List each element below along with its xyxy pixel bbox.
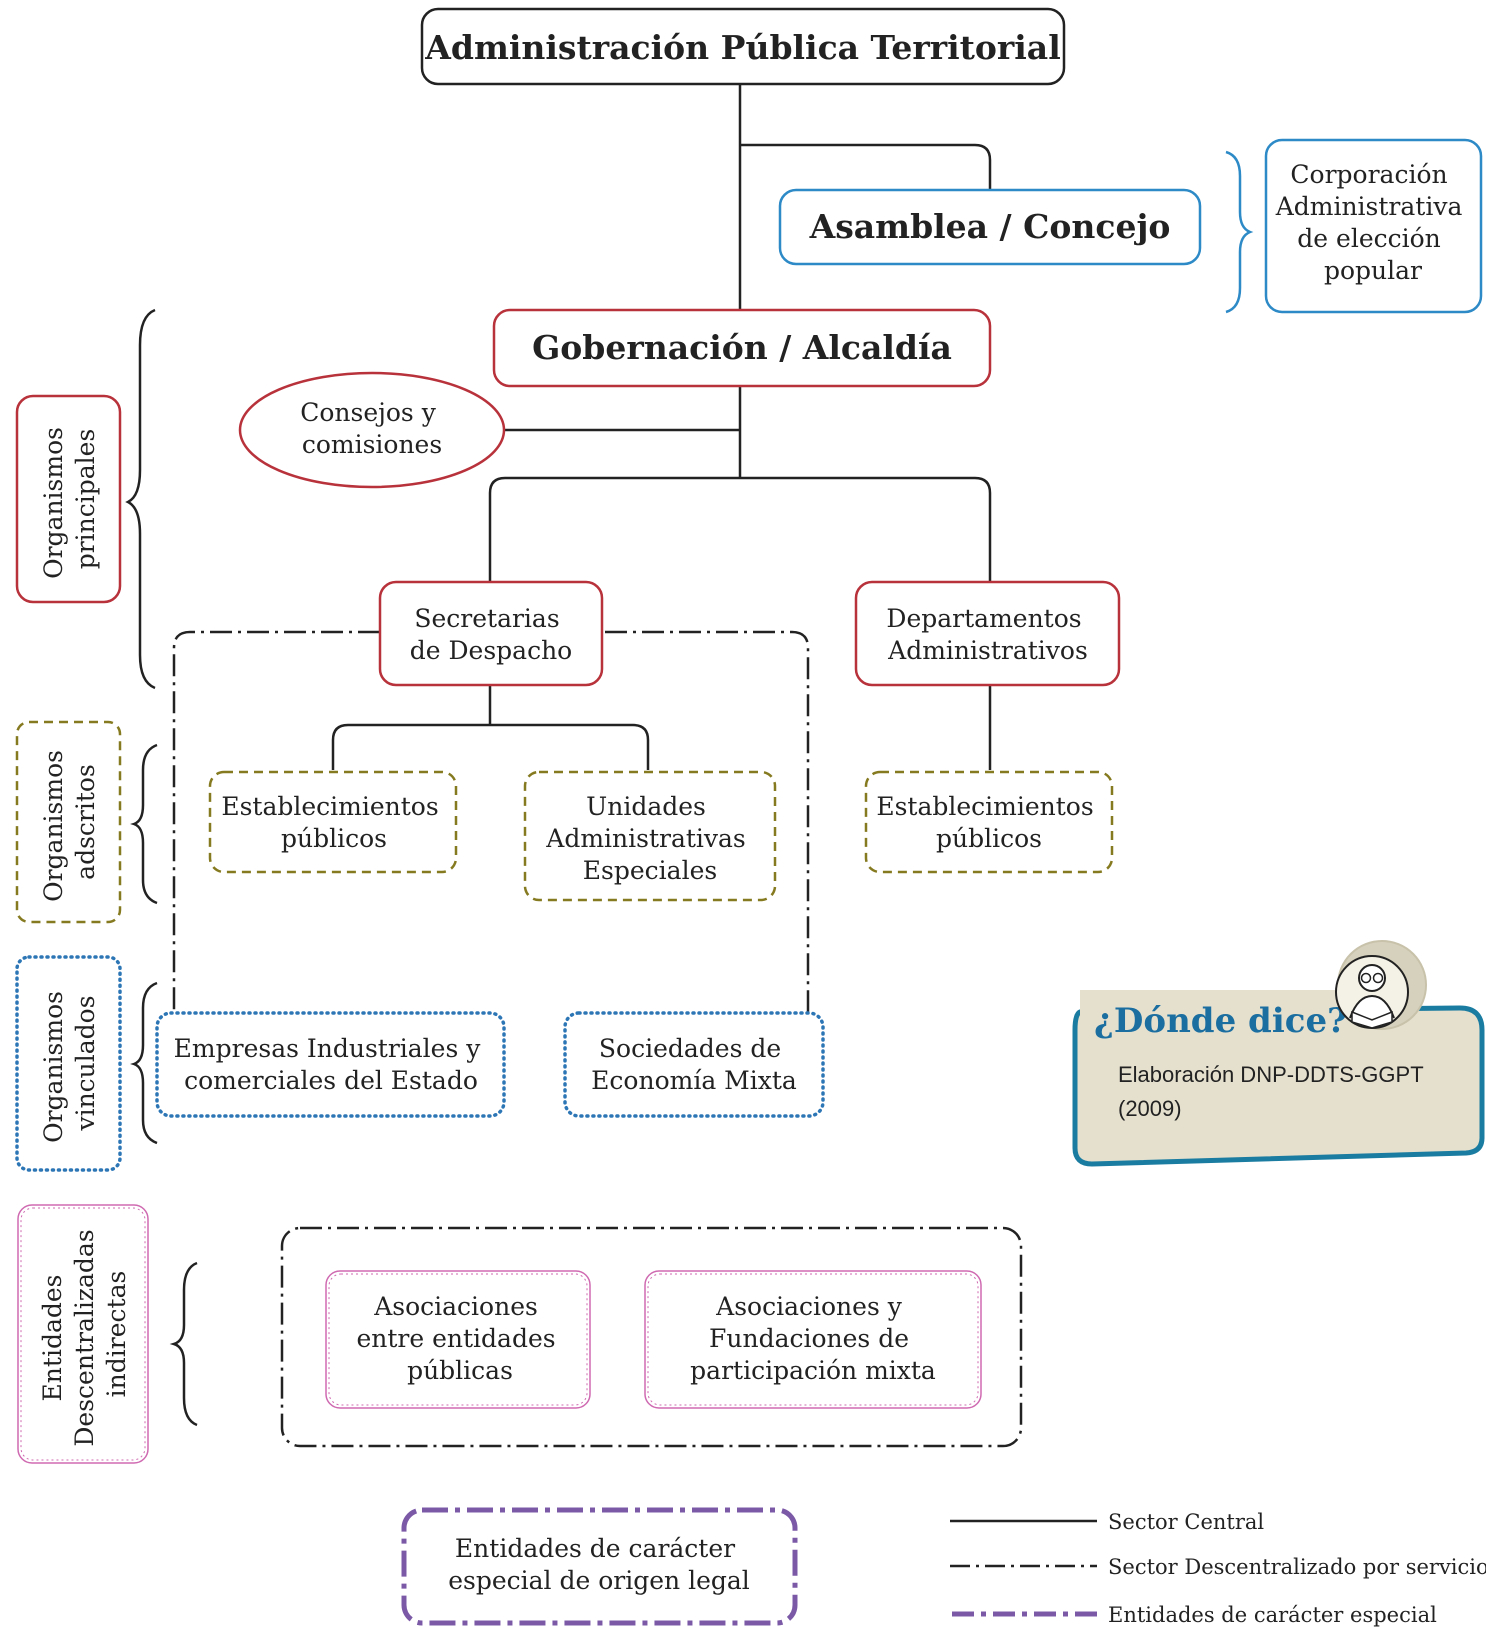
note-title: ¿Dónde dice? (1094, 1001, 1347, 1041)
establecimientos-node-1: Establecimientos públicos (208, 770, 458, 874)
empresas-line-2: comerciales del Estado (184, 1066, 478, 1095)
gobernacion-node: Gobernación / Alcaldía (492, 308, 992, 388)
root-label: Administración Pública Territorial (424, 28, 1060, 67)
corporacion-line-3: de elección (1297, 224, 1440, 253)
asoc-mixtas-line-1: Asociaciones y (715, 1292, 903, 1321)
source-note: ¿Dónde dice? Elaboración DNP-DDTS-GGPT (… (1072, 940, 1485, 1167)
svg-text:Establecimientos público: Establecimientos públicos (221, 792, 446, 853)
empresas-line-1: Empresas Industriales y (174, 1034, 482, 1063)
svg-text:Secretarias de Despacho: Secretarias de Despacho (410, 604, 572, 665)
asoc-mixtas-line-2: Fundaciones de (709, 1324, 909, 1353)
svg-text:Consejos y comisiones: Consejos y comisiones (300, 398, 444, 459)
side-label-indirectas: Entidades Descentralizadas indirectas (17, 1204, 149, 1464)
secretarias-line-1: Secretarias (414, 604, 559, 633)
asociaciones-publicas-node: Asociaciones entre entidades públicas (325, 1270, 591, 1409)
especial-node: Entidades de carácter especial de origen… (401, 1507, 798, 1626)
departamentos-node: Departamentos Administrativos (854, 580, 1121, 687)
legend-label-especial: Entidades de carácter especial (1108, 1603, 1437, 1627)
svg-text:Corporación Administrati: Corporación Administrativa de elección p… (1275, 160, 1471, 285)
sociedades-line-2: Economía Mixta (591, 1066, 797, 1095)
establecimientos-2-line-1: Establecimientos (876, 792, 1093, 821)
svg-text:Asociaciones y Fundacion: Asociaciones y Fundaciones de participac… (690, 1292, 936, 1385)
legend: Sector Central Sector Descentralizado po… (950, 1510, 1486, 1627)
svg-text:Entidades de carácter es: Entidades de carácter especial de origen… (448, 1534, 750, 1595)
svg-text:Elaboración DNP-DDTS-GGPT: Elaboración DNP-DDTS-GGPT (2009) (1118, 1062, 1429, 1121)
reading-person-icon (1335, 940, 1427, 1030)
asamblea-node: Asamblea / Concejo (778, 188, 1202, 266)
corporacion-line-1: Corporación (1290, 160, 1447, 189)
asoc-publicas-line-1: Asociaciones (373, 1292, 538, 1321)
unidades-line-2: Administrativas (545, 824, 746, 853)
vinculados-line-2: vinculados (71, 995, 100, 1131)
corporacion-brace (1225, 150, 1254, 314)
departamentos-line-2: Administrativos (887, 636, 1088, 665)
secretarias-line-2: de Despacho (410, 636, 572, 665)
indirectas-line-1: Entidades (38, 1275, 67, 1402)
svg-text:Entidades Descentralizad: Entidades Descentralizadas indirectas (38, 1221, 131, 1446)
note-body-line-2: (2009) (1118, 1096, 1182, 1121)
indirectas-group-frame (280, 1226, 1023, 1448)
secretarias-node: Secretarias de Despacho (378, 580, 604, 687)
departamentos-line-1: Departamentos (886, 604, 1081, 633)
side-label-principales: Organismos principales (15, 394, 122, 604)
establecimientos-2-line-2: públicos (936, 824, 1042, 853)
side-label-vinculados: Organismos vinculados (15, 955, 122, 1172)
establecimientos-node-2: Establecimientos públicos (864, 770, 1114, 874)
consejos-line-2: comisiones (302, 430, 442, 459)
indirectas-line-3: indirectas (102, 1271, 131, 1398)
asoc-publicas-line-3: públicas (407, 1356, 513, 1385)
legend-label-descentralizado: Sector Descentralizado por servicios (1108, 1555, 1486, 1579)
establecimientos-1-line-2: públicos (281, 824, 387, 853)
gobernacion-label: Gobernación / Alcaldía (532, 328, 952, 367)
corporacion-line-2: Administrativa (1275, 192, 1463, 221)
vinculados-line-1: Organismos (39, 991, 68, 1143)
unidades-node: Unidades Administrativas Especiales (523, 770, 777, 902)
asoc-mixtas-line-3: participación mixta (690, 1356, 936, 1385)
svg-text:Departamentos Administra: Departamentos Administrativos (886, 604, 1089, 665)
svg-text:Organismos principales: Organismos principales (39, 419, 100, 579)
consejos-line-1: Consejos y (300, 398, 436, 427)
corporacion-line-4: popular (1324, 256, 1422, 285)
consejos-node: Consejos y comisiones (238, 371, 506, 489)
especial-line-1: Entidades de carácter (455, 1534, 735, 1563)
unidades-line-3: Especiales (583, 856, 717, 885)
svg-text:Organismos adscritos: Organismos adscritos (39, 742, 100, 902)
principales-line-1: Organismos (39, 427, 68, 579)
sociedades-line-1: Sociedades de (599, 1034, 781, 1063)
asamblea-label: Asamblea / Concejo (809, 207, 1171, 246)
descentralizado-group-frame (172, 630, 810, 1012)
adscritos-line-1: Organismos (39, 750, 68, 902)
empresas-node: Empresas Industriales y comerciales del … (155, 1011, 506, 1118)
root-node: Administración Pública Territorial (420, 7, 1066, 86)
svg-text:Unidades Administrativas: Unidades Administrativas Especiales (545, 792, 753, 885)
side-label-adscritos: Organismos adscritos (15, 720, 122, 924)
legend-label-central: Sector Central (1108, 1510, 1264, 1534)
svg-text:Sociedades de Economía M: Sociedades de Economía Mixta (591, 1034, 797, 1095)
svg-text:Organismos vinculados: Organismos vinculados (39, 983, 100, 1143)
unidades-line-1: Unidades (586, 792, 706, 821)
especial-line-2: especial de origen legal (448, 1566, 750, 1595)
corporacion-node: Corporación Administrativa de elección p… (1264, 138, 1483, 314)
asoc-publicas-line-2: entre entidades (356, 1324, 555, 1353)
principales-line-2: principales (71, 429, 100, 570)
sociedades-node: Sociedades de Economía Mixta (563, 1011, 825, 1118)
svg-text:Establecimientos público: Establecimientos públicos (876, 792, 1101, 853)
indirectas-line-2: Descentralizadas (70, 1229, 99, 1446)
note-body-line-1: Elaboración DNP-DDTS-GGPT (1118, 1062, 1423, 1087)
establecimientos-1-line-1: Establecimientos (221, 792, 438, 821)
connector-lines (331, 84, 992, 770)
braces (125, 308, 198, 1427)
svg-text:Asociaciones entre entid: Asociaciones entre entidades públicas (356, 1292, 563, 1385)
asociaciones-mixtas-node: Asociaciones y Fundaciones de participac… (644, 1270, 982, 1409)
svg-text:Empresas Industriales y: Empresas Industriales y comerciales del … (174, 1034, 489, 1095)
adscritos-line-2: adscritos (71, 764, 100, 880)
